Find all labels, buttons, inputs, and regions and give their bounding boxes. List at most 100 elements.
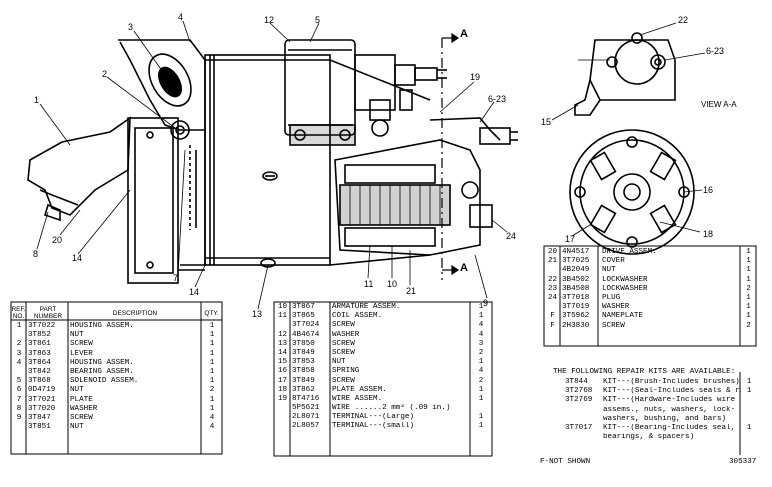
cell-qty: 1 [209, 404, 215, 413]
header-ref-no: REF. NO. [11, 306, 26, 320]
cell-part: 3T861 [28, 340, 51, 349]
cell-ref: F [550, 321, 555, 330]
cell-desc: NUT [70, 423, 84, 432]
cell-qty: 1 [209, 377, 215, 386]
kit-part-number: 3T7017 [565, 423, 593, 432]
end-view-a-a [569, 32, 695, 255]
kit-part-number: 3T2769 [565, 396, 593, 405]
cell-desc: BEARING ASSEM. [70, 367, 134, 376]
cell-ref: 18 [277, 385, 288, 394]
kit-description: washers, bushing, and bars) [603, 414, 727, 423]
callout-7: 7 [173, 273, 179, 283]
cell-part: 3T7018 [562, 293, 590, 302]
drawing-number: 305337 [729, 458, 757, 466]
cell-part: 4B2049 [562, 266, 590, 275]
cell-desc: LEVER [70, 349, 93, 358]
cell-ref: 15 [277, 358, 288, 367]
callout-10: 10 [387, 279, 398, 289]
header-qty: QTY. [204, 310, 219, 317]
cell-desc: HOUSING ASSEM. [70, 322, 134, 330]
cell-desc: WASHER [70, 404, 98, 413]
callout-19: 19 [470, 72, 481, 82]
cell-ref: 3 [16, 349, 22, 358]
cell-qty: 4 [478, 321, 484, 330]
kit-description: KIT---(Bearing-Includes seal, [603, 423, 736, 432]
cell-part: 4N4517 [562, 248, 590, 256]
cell-qty: 1 [209, 340, 215, 349]
cell-part: 3T7021 [28, 395, 56, 404]
kit-description: KIT---(Brush-Includes brushes) [603, 378, 740, 386]
cell-desc: WIRE ASSEM. [332, 394, 383, 403]
cell-qty: 1 [209, 395, 215, 404]
callout-22: 22 [678, 15, 689, 25]
cell-ref: 22 [547, 275, 558, 284]
cell-ref: 19 [277, 394, 288, 403]
cell-desc: WASHER [602, 303, 630, 312]
cell-part: 4B4674 [292, 330, 320, 339]
cell-ref: 5 [16, 377, 22, 386]
cell-part: 0D4719 [28, 386, 56, 395]
kit-description: KIT---(Hardware-Includes wire [603, 396, 736, 405]
cell-qty: 1 [746, 293, 751, 302]
callout-3: 3 [128, 22, 134, 32]
cell-part: 5P5621 [292, 404, 320, 413]
callout-21: 21 [406, 286, 417, 296]
callout-5: 5 [315, 15, 321, 25]
cell-part: 3T864 [28, 358, 51, 367]
kit-row: bearings, & spacers) [565, 433, 755, 442]
cell-qty: 2 [209, 386, 215, 395]
kit-description: assems., nuts, washers, lock- [603, 405, 736, 414]
cell-part: 3T7019 [562, 303, 590, 312]
cell-qty: 2 [746, 284, 751, 293]
cell-desc: LOCKWASHER [602, 275, 648, 284]
repair-kits-title: THE FOLLOWING REPAIR KITS ARE AVAILABLE: [553, 368, 736, 376]
cell-ref: 20 [547, 248, 558, 256]
cell-ref: 7 [16, 395, 22, 404]
kit-qty: 1 [746, 423, 752, 432]
section-marker-bottom: A [460, 262, 468, 274]
table-row: 3T842 BEARING ASSEM.1 [12, 368, 222, 377]
cell-ref: 9 [16, 413, 22, 422]
cell-desc: PLUG [602, 293, 621, 302]
cell-part: 3B4508 [562, 284, 590, 293]
cell-qty: 1 [209, 367, 215, 376]
cell-desc: NUT [602, 266, 616, 275]
callout-20: 20 [52, 235, 63, 245]
cell-part: 3T851 [28, 423, 51, 432]
cell-part: 3T849 [292, 376, 315, 385]
section-marker-top: A [460, 28, 468, 40]
callout-15: 15 [541, 117, 552, 127]
cell-ref: 16 [277, 367, 288, 376]
cell-qty: 1 [746, 275, 751, 284]
section-line-a [441, 32, 460, 280]
cell-part: 2H3830 [562, 321, 590, 330]
cell-ref: 11 [277, 312, 288, 321]
view-a-a-label: VIEW A-A [701, 100, 737, 109]
cell-qty: 1 [478, 394, 484, 403]
solenoid-assembly [284, 39, 447, 146]
cell-part: 2L8071 [292, 413, 320, 422]
commutator-end-cutaway [334, 117, 518, 256]
table-frames [10, 245, 757, 457]
cell-ref: 1 [16, 322, 22, 330]
cell-desc: HOUSING ASSEM. [70, 358, 134, 367]
callout-14-left: 14 [72, 253, 83, 263]
cell-qty: 1 [209, 358, 215, 367]
callout-8: 8 [33, 249, 39, 259]
cell-ref: 6 [16, 386, 22, 395]
cell-qty: 1 [209, 349, 215, 358]
